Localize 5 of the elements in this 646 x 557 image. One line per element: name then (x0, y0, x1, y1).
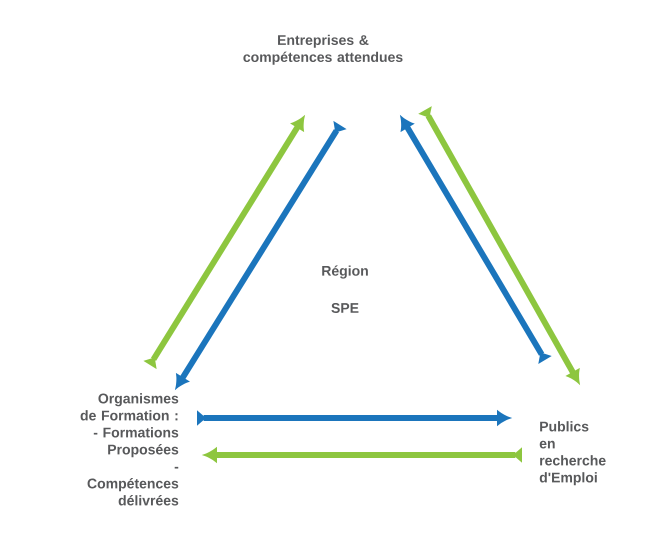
node-text: Publics en recherche d'Emploi (540, 421, 606, 486)
center-label: SPE (331, 303, 358, 313)
node-text: Entreprises & compétences attendues (243, 34, 403, 65)
node-text: Organismes de Formation : - Formations Proposées - Compétences délivrées (80, 393, 178, 506)
center-label: Région (322, 265, 368, 279)
